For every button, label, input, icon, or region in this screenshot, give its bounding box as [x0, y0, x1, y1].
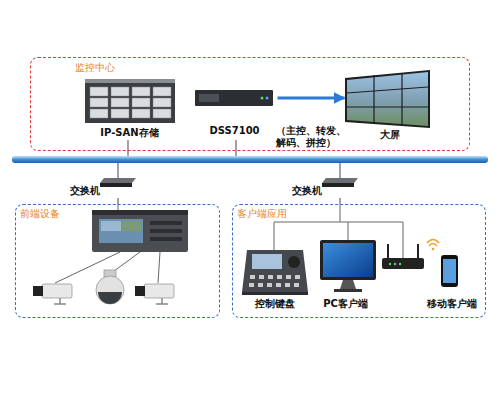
key: [277, 275, 282, 279]
network-bus: [12, 156, 488, 163]
status-light: [266, 97, 269, 100]
device-label: 大屏: [345, 129, 435, 141]
device-node: 交换机: [290, 174, 360, 198]
router-antenna: [388, 244, 418, 258]
dome-camera: [96, 276, 124, 304]
joystick: [288, 256, 300, 268]
device-node: 交换机: [68, 174, 138, 198]
camera-mount: [156, 298, 168, 304]
status-light: [261, 97, 264, 100]
status-light: [394, 263, 396, 265]
group-heading: 客户端应用: [237, 208, 327, 220]
device-node: 控制键盘: [238, 240, 312, 312]
wifi-symbol: [432, 248, 435, 251]
camera-symbol: [42, 284, 72, 298]
key: [268, 275, 273, 279]
switch-symbol: [100, 178, 136, 183]
monitor-screen: [323, 243, 373, 277]
key: [285, 283, 290, 287]
wall-grid: [347, 73, 428, 126]
nvr-bay: [150, 229, 182, 233]
key: [250, 275, 255, 279]
device-label: PC客户端: [312, 298, 380, 310]
switch-symbol: [100, 183, 132, 187]
drive-bay: [111, 98, 129, 107]
group-box: 前端设备: [15, 204, 220, 318]
device-label: IP-SAN存储: [80, 127, 180, 139]
key: [294, 283, 299, 287]
group-box: 监控中心IP-SAN存储DSS7100（主控、转发、 解码、拼控）大屏: [30, 57, 470, 151]
nvr-screen: [101, 221, 121, 231]
nvr-symbol: [92, 210, 188, 252]
keyboard-base: [242, 292, 308, 295]
camera-lens: [33, 286, 43, 296]
storage-symbol: [85, 83, 175, 123]
camera-lens: [135, 286, 145, 296]
drive-bay: [132, 109, 150, 118]
storage-top: [85, 79, 175, 83]
drive-bay: [153, 87, 171, 96]
group-box: 客户端应用控制键盘PC客户端 移动客户端: [232, 204, 486, 318]
status-light: [389, 263, 391, 265]
group-heading: 监控中心: [75, 62, 155, 74]
device-node: 移动客户端: [420, 236, 484, 312]
key: [295, 275, 300, 279]
switch-symbol: [322, 183, 354, 187]
key: [258, 283, 263, 287]
device-node: PC客户端: [312, 236, 380, 312]
monitor-stand: [340, 280, 356, 289]
connector: [278, 97, 345, 100]
nvr-screen: [99, 219, 143, 243]
nvr-screen: [122, 221, 141, 231]
keyboard-screen: [252, 254, 282, 269]
nvr-bay: [150, 237, 182, 241]
device-label: 交换机: [70, 185, 106, 197]
drive-bay: [90, 87, 108, 96]
wall-screen: [347, 72, 428, 126]
drive-bay: [153, 109, 171, 118]
switch-symbol: [322, 178, 358, 183]
key: [259, 275, 264, 279]
keyboard-symbol: [242, 250, 308, 292]
device-label: 交换机: [292, 185, 328, 197]
drive-bay: [111, 87, 129, 96]
phone-screen: [443, 259, 456, 283]
device-label: 移动客户端: [420, 298, 484, 310]
key: [276, 283, 281, 287]
wifi-symbol: [427, 240, 439, 247]
status-light: [399, 263, 401, 265]
drive-bay: [90, 109, 108, 118]
server-symbol: [195, 90, 273, 106]
drive-bay: [132, 98, 150, 107]
key: [249, 283, 254, 287]
key: [286, 275, 291, 279]
phone-symbol: [441, 255, 458, 287]
drive-bay: [90, 98, 108, 107]
dome-lens: [98, 292, 122, 304]
server-panel: [199, 94, 219, 102]
nvr-bay: [150, 221, 182, 225]
device-label: DSS7100: [192, 125, 278, 137]
camera-symbol: [144, 284, 174, 298]
key: [267, 283, 272, 287]
router-symbol: [382, 258, 424, 269]
device-label: （主控、转发、 解码、拼控）: [276, 125, 350, 149]
group-heading: 前端设备: [20, 208, 100, 220]
video-wall: [345, 70, 430, 128]
drive-bay: [132, 87, 150, 96]
device-node: IP-SAN存储: [80, 80, 180, 140]
device-label: 控制键盘: [238, 298, 312, 310]
device-node: 大屏: [345, 68, 435, 142]
nvr-top: [92, 210, 188, 215]
monitor-symbol: [320, 240, 376, 280]
monitor-base: [334, 289, 362, 292]
drive-bay: [111, 109, 129, 118]
camera-mount: [54, 298, 66, 304]
drive-bay: [153, 98, 171, 107]
device-node: DSS7100（主控、转发、 解码、拼控）: [192, 86, 278, 144]
